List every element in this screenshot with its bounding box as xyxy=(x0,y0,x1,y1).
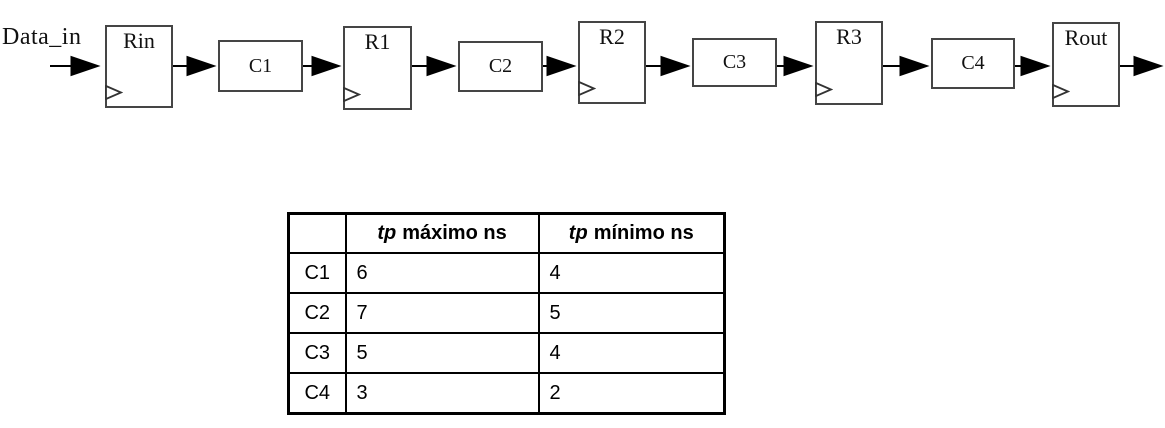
corner-header xyxy=(287,212,347,254)
register-rin-label: Rin xyxy=(123,28,155,53)
row-label: C4 xyxy=(287,372,347,415)
register-rout-label: Rout xyxy=(1064,25,1108,50)
register-r2: R2 xyxy=(578,21,646,104)
row-label: C1 xyxy=(287,252,347,294)
register-r1: R1 xyxy=(343,26,412,110)
logic-block-c3: C3 xyxy=(692,38,777,87)
logic-block-c2-label: C2 xyxy=(488,55,513,77)
tp-min-value: 2 xyxy=(537,372,726,415)
register-rin: Rin xyxy=(105,25,173,108)
wire-arrow-c1-r1 xyxy=(303,55,342,77)
logic-block-c3-label: C3 xyxy=(722,51,747,73)
table-row-c4: C4 3 2 xyxy=(287,372,726,415)
row-label: C2 xyxy=(287,292,347,334)
pipeline-diagram: Data_in xyxy=(0,0,1165,150)
wire-arrow-rin-c1 xyxy=(173,55,217,77)
wire-arrow-output xyxy=(1120,55,1164,77)
table-row-c2: C2 7 5 xyxy=(287,292,726,334)
logic-block-c4-label: C4 xyxy=(961,52,985,74)
clock-input-icon xyxy=(1052,84,1070,99)
signal-wires xyxy=(50,55,1164,77)
wire-arrow-c2-r2 xyxy=(543,55,577,77)
wire-arrow-c3-r3 xyxy=(777,55,814,77)
logic-block-c2: C2 xyxy=(458,41,543,92)
tp-min-text: mínimo ns xyxy=(593,222,694,244)
register-r3: R3 xyxy=(815,21,883,105)
tp-max-value: 5 xyxy=(344,332,540,374)
logic-block-c1: C1 xyxy=(218,40,303,92)
clock-input-icon xyxy=(105,85,123,100)
wire-arrow-input xyxy=(50,55,101,77)
register-r3-label: R3 xyxy=(836,24,862,49)
tp-max-value: 6 xyxy=(344,252,540,294)
clock-input-icon xyxy=(578,81,596,96)
tp-min-value: 4 xyxy=(537,252,726,294)
tp-italic: tp xyxy=(568,222,588,244)
tp-min-value: 5 xyxy=(537,292,726,334)
row-label: C3 xyxy=(287,332,347,374)
register-r1-label: R1 xyxy=(364,29,391,54)
tp-max-value: 7 xyxy=(344,292,540,334)
tp-max-value: 3 xyxy=(344,372,540,415)
clock-input-icon xyxy=(343,87,361,102)
wire-arrow-r2-c3 xyxy=(646,55,691,77)
wire-arrow-c4-rout xyxy=(1015,55,1051,77)
logic-block-c4: C4 xyxy=(931,38,1015,89)
wire-arrow-r3-c4 xyxy=(883,55,930,77)
tp-italic: tp xyxy=(377,222,397,244)
register-rout: Rout xyxy=(1052,22,1120,107)
tp-max-text: máximo ns xyxy=(402,222,507,244)
data-in-label: Data_in xyxy=(2,24,82,50)
clock-input-icon xyxy=(815,82,833,97)
tp-min-value: 4 xyxy=(537,332,726,374)
table-row-c3: C3 5 4 xyxy=(287,332,726,374)
wire-arrow-r1-c2 xyxy=(412,55,457,77)
table-row-c1: C1 6 4 xyxy=(287,252,726,294)
register-r2-label: R2 xyxy=(599,24,625,49)
logic-block-c1-label: C1 xyxy=(248,54,273,77)
